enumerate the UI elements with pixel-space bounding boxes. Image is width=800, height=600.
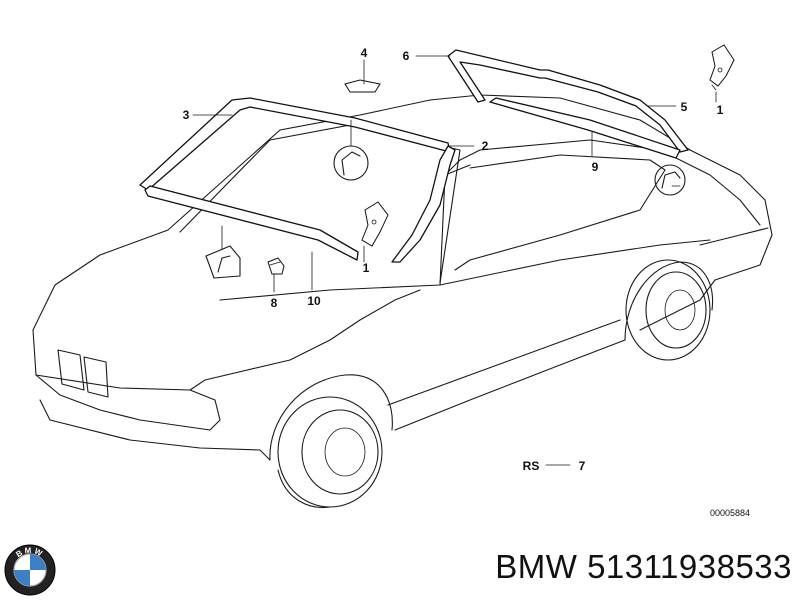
callout-1-rear: 1 (717, 103, 724, 117)
clip-part-4 (344, 79, 381, 93)
clip-part-1-rear (709, 44, 735, 91)
callout-1-front: 1 (363, 261, 370, 275)
detail-square-lower (205, 245, 241, 279)
reference-number: 00005884 (710, 508, 750, 518)
callout-9: 9 (592, 160, 599, 174)
callout-4: 4 (361, 46, 368, 60)
clip-part-8 (267, 257, 285, 275)
callout-3: 3 (183, 108, 190, 122)
svg-text:BMW: BMW (14, 546, 45, 559)
roof-molding (447, 49, 689, 153)
detail-circle-rear (654, 164, 686, 196)
callout-8: 8 (271, 296, 278, 310)
rs-label: RS (523, 459, 540, 473)
headlights (57, 349, 109, 398)
callout-2: 2 (482, 139, 489, 153)
bmw-logo: BMW (4, 544, 56, 596)
clip-part-1-front (361, 201, 389, 247)
callout-10: 10 (307, 294, 321, 308)
rear-wheel (624, 259, 714, 361)
part-number-label: BMW 51311938533 (495, 548, 792, 585)
callout-6: 6 (403, 49, 410, 63)
leader-lines (192, 55, 717, 466)
windshield-molding-lower (144, 185, 359, 261)
windshield-molding-side (391, 145, 456, 263)
detail-circle-upper (333, 145, 369, 181)
rail-molding (489, 97, 681, 159)
front-wheel (269, 374, 393, 509)
callout-7: 7 (579, 459, 586, 473)
callout-5: 5 (681, 100, 688, 114)
